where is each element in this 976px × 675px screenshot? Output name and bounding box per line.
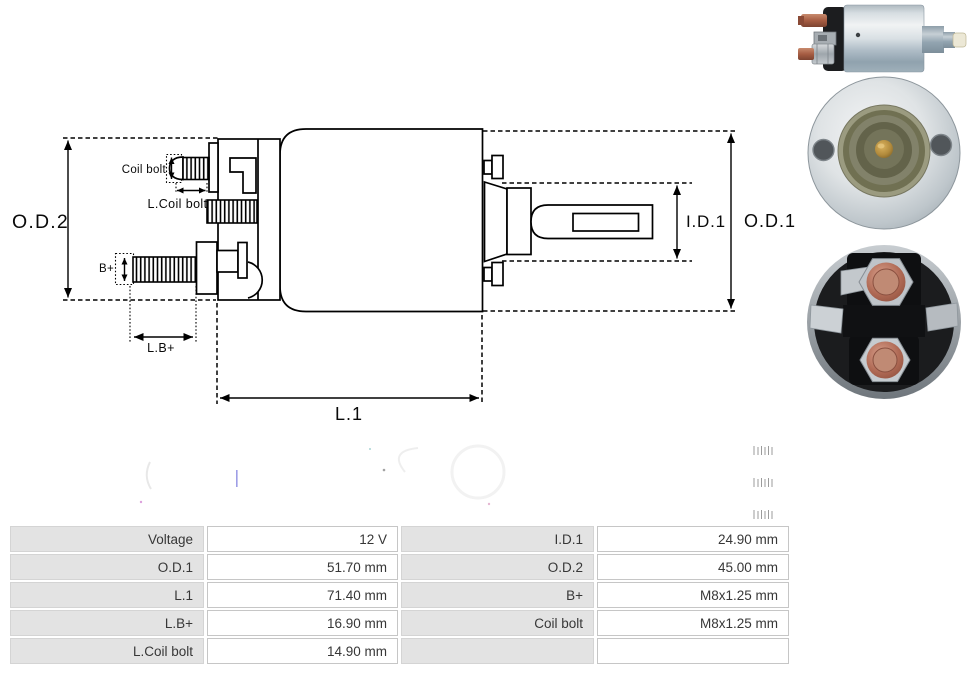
label-id1: I.D.1 <box>686 212 726 231</box>
spec-value: 16.90 mm <box>207 610 398 636</box>
spec-value: 45.00 mm <box>597 554 789 580</box>
spec-label: L.1 <box>10 582 204 608</box>
dashed-extension-lines <box>63 130 737 404</box>
rear-view-illustration <box>807 245 961 399</box>
photo-front-view <box>807 76 961 230</box>
dimension-diagram: O.D.2 Coil bolt L.Coil bolt B+ L.B+ L.1 … <box>12 128 796 519</box>
spec-label: L.Coil bolt <box>10 638 204 664</box>
label-l-b-plus: L.B+ <box>147 341 175 355</box>
spec-value: 51.70 mm <box>207 554 398 580</box>
plunger-and-flange <box>483 154 654 287</box>
spec-label: L.B+ <box>10 610 204 636</box>
spec-value: 12 V <box>207 526 398 552</box>
spec-value: M8x1.25 mm <box>597 610 789 636</box>
solenoid-body-outline <box>279 128 484 313</box>
label-l1: L.1 <box>335 404 363 424</box>
spec-label: O.D.1 <box>10 554 204 580</box>
spec-label: Voltage <box>10 526 204 552</box>
spec-label: Coil bolt <box>401 610 594 636</box>
front-view-illustration <box>807 76 961 230</box>
label-coil-bolt: Coil bolt <box>122 164 167 176</box>
side-view-illustration <box>798 4 967 73</box>
label-od2: O.D.2 <box>12 211 69 233</box>
spec-label <box>401 638 594 664</box>
spec-value: 14.90 mm <box>207 638 398 664</box>
spec-label: I.D.1 <box>401 526 594 552</box>
spec-label: B+ <box>401 582 594 608</box>
spec-value: 71.40 mm <box>207 582 398 608</box>
watermark-artifacts <box>139 444 773 519</box>
spec-value: 24.90 mm <box>597 526 789 552</box>
terminal-cap-assembly <box>132 138 281 301</box>
spec-label: O.D.2 <box>401 554 594 580</box>
spec-value <box>597 638 789 664</box>
dimension-arrows <box>64 133 735 402</box>
spec-table: Voltage 12 V I.D.1 24.90 mm O.D.1 51.70 … <box>10 526 789 664</box>
spec-value: M8x1.25 mm <box>597 582 789 608</box>
photo-rear-view <box>807 245 961 399</box>
label-od1: O.D.1 <box>744 211 796 231</box>
dotted-helper-lines <box>114 153 208 342</box>
label-l-coil-bolt: L.Coil bolt <box>148 197 208 211</box>
label-b-plus: B+ <box>99 263 114 275</box>
photo-side-view <box>798 4 967 73</box>
